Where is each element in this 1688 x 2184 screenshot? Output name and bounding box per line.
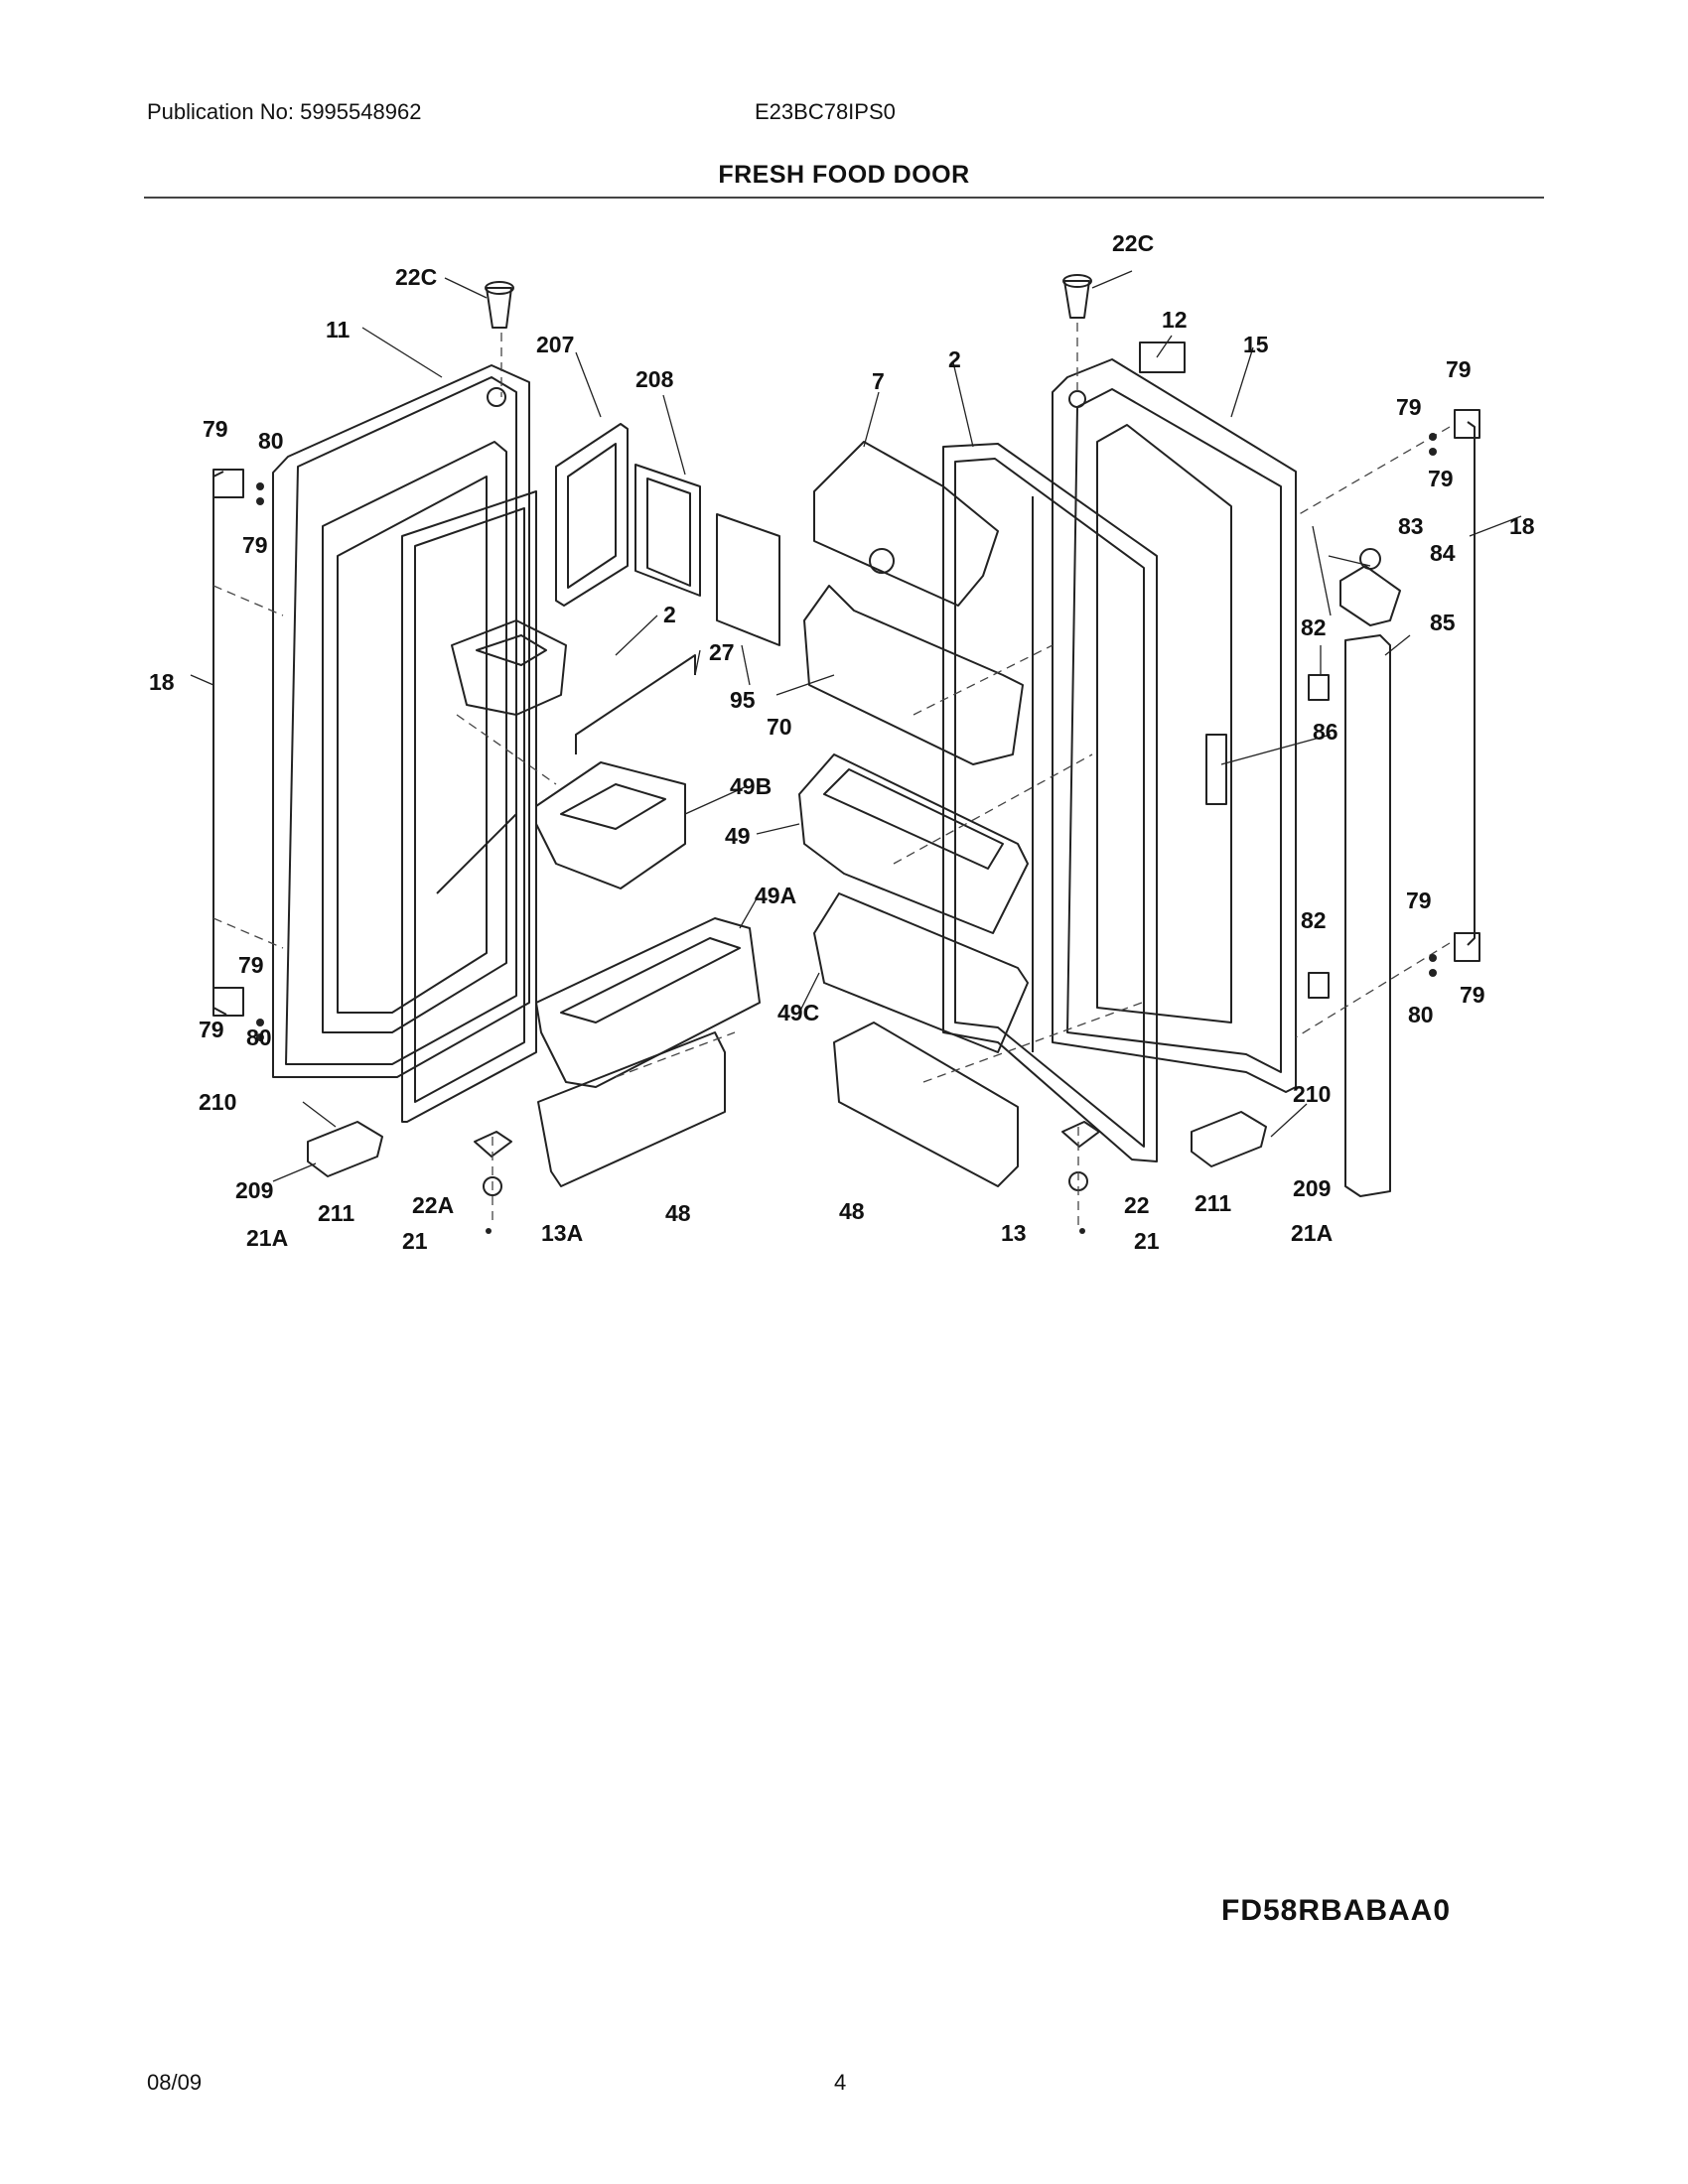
callout-13: 13	[1001, 1220, 1027, 1246]
part-84-bracket	[1339, 548, 1401, 626]
part-7-cover	[813, 441, 999, 607]
callout-18-left: 18	[149, 669, 175, 695]
callout-2-left: 2	[663, 602, 676, 627]
part-207-frame	[555, 423, 629, 607]
callout-labels: 22C 11 207 208 79 80 79 18 2 27 95 49B 4…	[149, 230, 1535, 1254]
callout-70: 70	[767, 714, 792, 740]
callout-49c: 49C	[777, 1000, 819, 1025]
callout-80-c: 80	[1408, 1002, 1434, 1027]
callout-209-left: 209	[235, 1177, 273, 1203]
callout-21a-right: 21A	[1291, 1220, 1333, 1246]
hinges	[307, 1111, 1267, 1196]
part-49c-bin	[813, 892, 1029, 1053]
callout-12: 12	[1162, 307, 1188, 333]
callout-86: 86	[1313, 719, 1338, 745]
left-dispenser-housing	[436, 619, 567, 894]
callout-80-b: 80	[246, 1024, 272, 1050]
callout-80-a: 80	[258, 428, 284, 454]
callout-210-left: 210	[199, 1089, 236, 1115]
left-handle	[212, 469, 244, 1017]
diagram-code: FD58RBABAA0	[1221, 1894, 1452, 1927]
model-number: E23BC78IPS0	[755, 99, 896, 124]
part-12-label	[1139, 341, 1186, 373]
part-85-trim	[1344, 634, 1391, 1197]
publication-number: Publication No: 5995548962	[147, 99, 422, 124]
callout-48-left: 48	[665, 1200, 691, 1226]
callout-79-a: 79	[203, 416, 228, 442]
callout-7: 7	[872, 368, 885, 394]
callout-49b: 49B	[730, 773, 772, 799]
publication-date: 08/09	[147, 2070, 203, 2095]
callout-79-b: 79	[242, 532, 268, 558]
callout-82-a: 82	[1301, 614, 1327, 640]
part-27-wire	[575, 654, 696, 754]
diagram-title: FRESH FOOD DOOR	[718, 161, 970, 189]
callout-22c-right: 22C	[1112, 230, 1154, 256]
part-48-right-bin	[833, 1022, 1019, 1187]
callout-82-b: 82	[1301, 907, 1327, 933]
part-49a-bin	[535, 917, 761, 1088]
left-door-shell	[272, 364, 530, 1078]
callout-79-h: 79	[1406, 887, 1432, 913]
part-48-left-bin	[537, 1031, 726, 1187]
part-22c-bushings	[485, 274, 1092, 329]
callout-27: 27	[709, 639, 735, 665]
callout-49: 49	[725, 823, 751, 849]
callout-22a: 22A	[412, 1192, 454, 1218]
callout-79-f: 79	[1396, 394, 1422, 420]
callout-15: 15	[1243, 332, 1269, 357]
callout-211-left: 211	[318, 1200, 354, 1226]
part-86-switch	[1205, 734, 1227, 805]
callout-208: 208	[635, 366, 674, 392]
part-208-panel	[634, 464, 701, 597]
callout-11: 11	[326, 317, 351, 342]
right-door-shell	[1052, 358, 1297, 1093]
part-82-clips	[1308, 674, 1330, 999]
callout-13a: 13A	[541, 1220, 583, 1246]
screws	[256, 433, 1437, 1234]
callout-21a-left: 21A	[246, 1225, 288, 1251]
callout-18-right: 18	[1509, 513, 1535, 539]
callout-95: 95	[730, 687, 756, 713]
part-95-cover	[716, 513, 780, 646]
callout-22c-left: 22C	[395, 264, 437, 290]
callout-48-right: 48	[839, 1198, 865, 1224]
right-handle	[1454, 409, 1480, 962]
page-number: 4	[834, 2070, 847, 2095]
callout-79-g: 79	[1428, 466, 1454, 491]
callout-79-d: 79	[199, 1017, 224, 1042]
callout-21-right: 21	[1134, 1228, 1160, 1254]
callout-79-c: 79	[238, 952, 264, 978]
callout-21-left: 21	[402, 1228, 428, 1254]
callout-2-right: 2	[948, 346, 961, 372]
callout-79-i: 79	[1460, 982, 1485, 1008]
part-70-shelf	[803, 585, 1024, 765]
part-49-bin	[798, 753, 1029, 934]
alignment-lines	[212, 323, 1451, 1226]
callout-207: 207	[536, 332, 574, 357]
callout-84: 84	[1430, 540, 1456, 566]
callout-83: 83	[1398, 513, 1424, 539]
callout-210-right: 210	[1293, 1081, 1331, 1107]
callout-79-e: 79	[1446, 356, 1472, 382]
leader-lines	[190, 270, 1522, 1182]
header-rule	[144, 197, 1544, 199]
callout-211-right: 211	[1195, 1190, 1231, 1216]
callout-22: 22	[1124, 1192, 1150, 1218]
callout-49a: 49A	[755, 883, 796, 908]
left-door-gasket	[401, 490, 537, 1123]
callout-85: 85	[1430, 610, 1456, 635]
part-49b-bin	[535, 761, 686, 889]
callout-209-right: 209	[1293, 1175, 1331, 1201]
